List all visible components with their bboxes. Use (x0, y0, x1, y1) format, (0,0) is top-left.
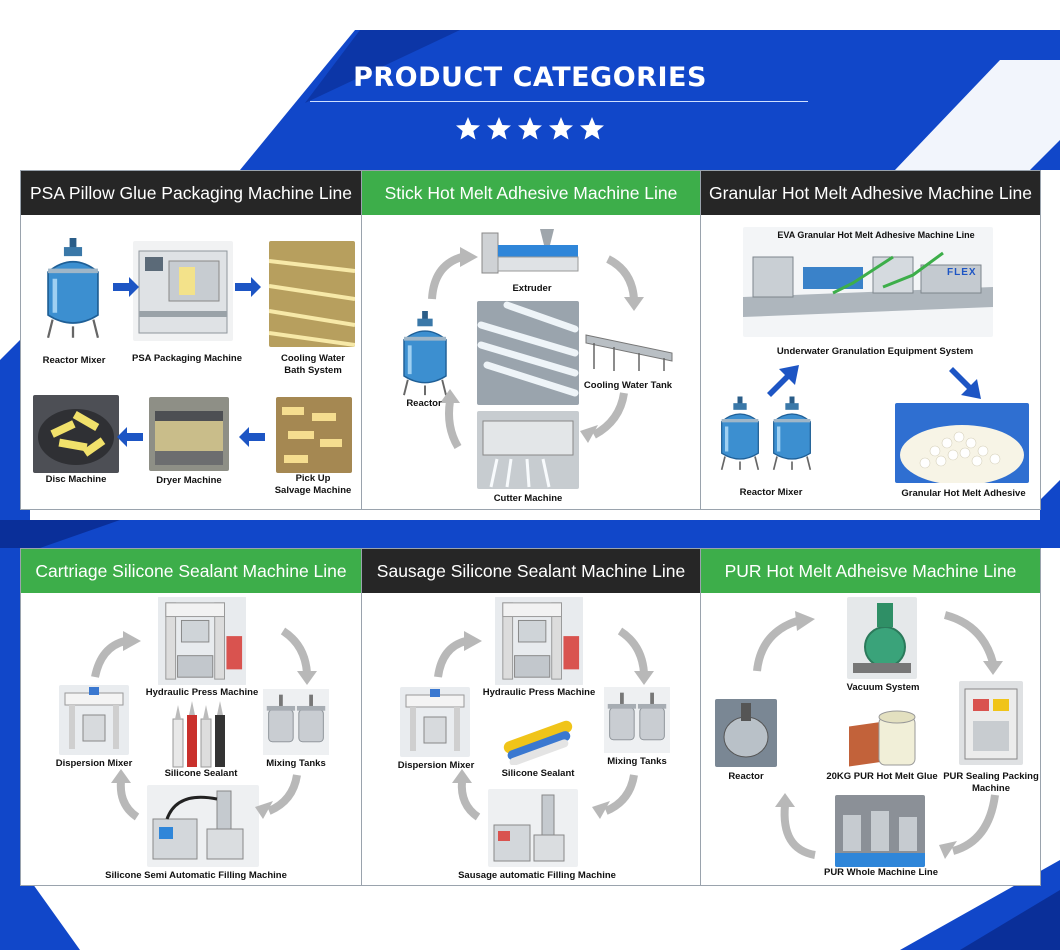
extruder-image (481, 229, 579, 274)
label-disc-machine: Disc Machine (45, 474, 107, 485)
vacuum-system-image (847, 597, 917, 679)
label-filling-machine: Silicone Semi Automatic Filling Machine (105, 870, 287, 881)
panel-stick-hot-melt[interactable]: Stick Hot Melt Adhesive Machine Line (361, 170, 701, 510)
cooling-water-tank-image (585, 334, 673, 371)
label-psa-packaging-machine: PSA Packaging Machine (132, 353, 242, 364)
label-vacuum-system: Vacuum System (846, 682, 920, 693)
panel-title: Cartriage Silicone Sealant Machine Line (21, 549, 361, 593)
label-reactor: Reactor (406, 398, 442, 409)
disc-machine-image (33, 395, 119, 473)
panel-sausage-silicone[interactable]: Sausage Silicone Sealant Machine Line Hy… (361, 548, 701, 886)
label-pick-up-salvage: Pick Up Salvage Machine (274, 473, 352, 496)
label-reactor: Reactor (728, 771, 764, 782)
panel-granular-hot-melt[interactable]: Granular Hot Melt Adhesive Machine Line … (700, 170, 1041, 510)
label-pur-glue: 20KG PUR Hot Melt Glue (826, 771, 938, 782)
panel-psa-pillow-glue[interactable]: PSA Pillow Glue Packaging Machine Line (20, 170, 362, 510)
label-reactor-mixer: Reactor Mixer (42, 355, 106, 366)
page-title: PRODUCT CATEGORIES (353, 62, 707, 93)
label-underwater-granulation: Underwater Granulation Equipment System (776, 346, 974, 357)
star-icon (487, 117, 511, 140)
flow-arrows (767, 365, 981, 399)
pur-whole-line-image (835, 795, 925, 867)
label-reactor-mixer: Reactor Mixer (739, 487, 803, 498)
label-dispersion-mixer: Dispersion Mixer (397, 760, 475, 771)
label-silicone-sealant: Silicone Sealant (501, 768, 575, 779)
label-dispersion-mixer: Dispersion Mixer (55, 758, 133, 769)
pick-up-salvage-image (276, 397, 352, 473)
sausage-sealant-image (503, 720, 573, 765)
panel-title: PUR Hot Melt Adheisve Machine Line (701, 549, 1040, 593)
label-hydraulic-press: Hydraulic Press Machine (482, 687, 596, 698)
granulation-line-image (743, 227, 993, 337)
granular-banner-text: EVA Granular Hot Melt Adhesive Machine L… (777, 230, 975, 240)
flow-arrows (753, 611, 1003, 859)
star-icon (518, 117, 542, 140)
label-pur-whole-line: PUR Whole Machine Line (823, 867, 938, 878)
flow-arrows (91, 627, 317, 821)
psa-packaging-machine-image (133, 241, 233, 341)
granular-adhesive-image (895, 403, 1029, 483)
pur-sealing-packing-image (959, 681, 1023, 765)
pur-glue-image (849, 710, 916, 767)
title-underline (310, 101, 808, 102)
filling-machine-image (147, 785, 259, 867)
glue-sticks-image (477, 301, 579, 405)
reactor-image (715, 699, 777, 767)
star-icon (456, 117, 480, 140)
star-icon (549, 117, 573, 140)
flex-logo: FLEX (947, 267, 977, 278)
silicone-sealant-image (172, 701, 225, 768)
rating-stars (456, 117, 604, 140)
flow-arrows (428, 247, 644, 450)
star-icon (580, 117, 604, 140)
dryer-machine-image (149, 397, 229, 471)
flow-arrows (113, 277, 265, 447)
label-mixing-tanks: Mixing Tanks (607, 756, 667, 767)
panel-title: PSA Pillow Glue Packaging Machine Line (21, 171, 361, 215)
label-hydraulic-press: Hydraulic Press Machine (145, 687, 259, 698)
label-extruder: Extruder (512, 283, 552, 294)
cooling-water-bath-image (269, 241, 355, 347)
label-mixing-tanks: Mixing Tanks (266, 758, 326, 769)
panel-cartridge-silicone[interactable]: Cartriage Silicone Sealant Machine Line … (20, 548, 362, 886)
label-granular-adhesive: Granular Hot Melt Adhesive (901, 488, 1026, 499)
label-sausage-filling-machine: Sausage automatic Filling Machine (458, 870, 616, 881)
panel-pur-hot-melt[interactable]: PUR Hot Melt Adheisve Machine Line (700, 548, 1041, 886)
label-cooling-water-tank: Cooling Water Tank (583, 380, 673, 391)
panel-title: Sausage Silicone Sealant Machine Line (362, 549, 700, 593)
sausage-filling-machine-image (488, 789, 578, 867)
cutter-machine-image (477, 411, 579, 489)
label-pur-sealing-packing: PUR Sealing Packing Machine (943, 771, 1039, 794)
label-cutter-machine: Cutter Machine (493, 493, 563, 504)
panel-title: Granular Hot Melt Adhesive Machine Line (701, 171, 1040, 215)
flow-arrows (434, 627, 654, 821)
panel-title: Stick Hot Melt Adhesive Machine Line (362, 171, 700, 215)
label-dryer-machine: Dryer Machine (156, 475, 222, 486)
label-cooling-water-bath: Cooling Water Bath System (280, 353, 346, 376)
label-silicone-sealant: Silicone Sealant (164, 768, 238, 779)
